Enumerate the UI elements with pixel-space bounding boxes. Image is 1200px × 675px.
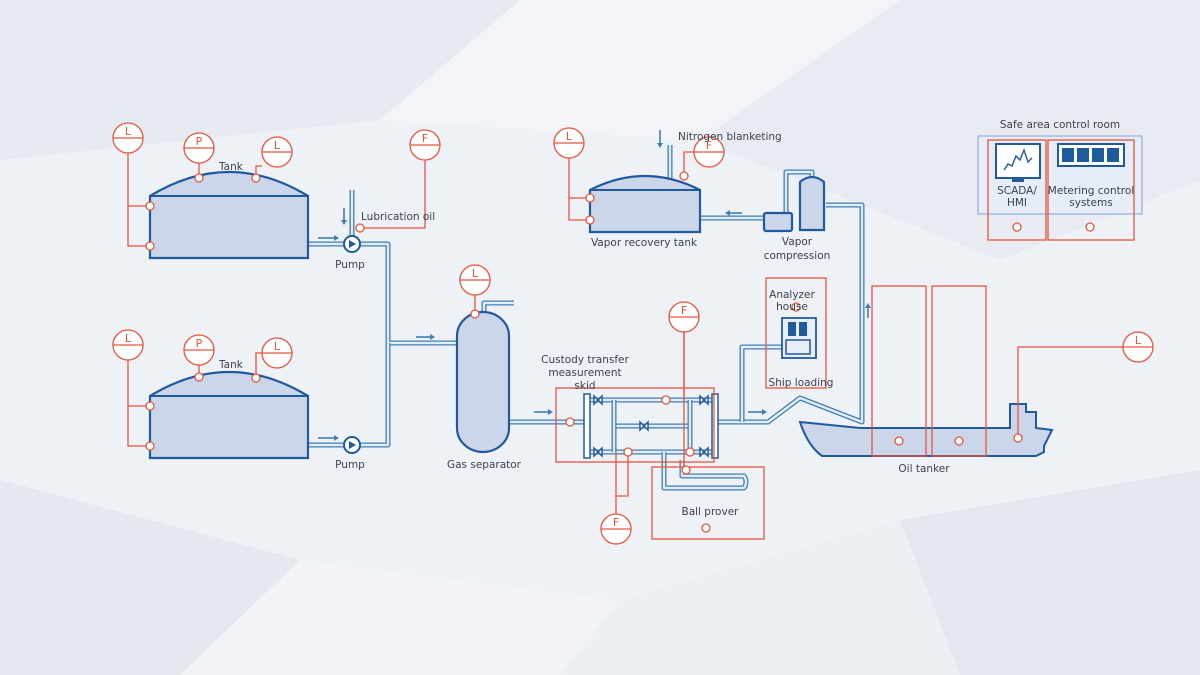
level-indicator-top-tank: L [112, 122, 144, 154]
level-indicator-bottom-tank-2: L [261, 337, 293, 369]
svg-text:L: L [274, 340, 281, 353]
analyzer-house-box [781, 317, 817, 359]
pump-bottom [343, 436, 361, 454]
svg-text:F: F [681, 304, 687, 317]
vapor-recovery-tank-label: Vapor recovery tank [591, 237, 698, 249]
ship-loading-label: Ship loading [769, 377, 834, 389]
custody-transfer-label-2: measurement [548, 367, 621, 379]
ball-prover-label: Ball prover [682, 506, 740, 518]
skid-valves [583, 393, 719, 459]
tank-top-label: Tank [218, 161, 244, 173]
custody-transfer-label-3: skid [574, 380, 595, 392]
level-indicator-tanker: L [1122, 331, 1154, 363]
svg-text:L: L [472, 267, 479, 280]
svg-text:F: F [422, 132, 428, 145]
level-indicator-top-tank-2: L [261, 136, 293, 168]
flow-indicator-skid-bottom: F [600, 513, 632, 545]
gas-separator-vessel [455, 310, 511, 454]
pressure-indicator-bottom-tank: P [183, 334, 215, 366]
control-room-label: Safe area control room [1000, 119, 1120, 131]
metering-control-label-2: systems [1069, 197, 1112, 209]
svg-text:L: L [125, 125, 132, 138]
vapor-compression-label-1: Vapor [782, 236, 813, 248]
oil-tanker-label: Oil tanker [898, 463, 950, 475]
scada-label-2: HMI [1007, 197, 1027, 209]
vapor-recovery-tank-vessel [588, 175, 702, 234]
svg-text:L: L [274, 139, 281, 152]
custody-transfer-label-1: Custody transfer [541, 354, 629, 366]
instrument-taps [145, 171, 1095, 533]
level-indicator-separator: L [459, 264, 491, 296]
vapor-compression-label-2: compression [764, 250, 831, 262]
svg-text:P: P [196, 337, 203, 350]
nitrogen-blanketing-label: Nitrogen blanketing [678, 131, 782, 143]
storage-tank-bottom [148, 370, 310, 460]
svg-text:L: L [566, 130, 573, 143]
svg-text:F: F [613, 516, 619, 529]
svg-text:P: P [196, 135, 203, 148]
gas-separator-label: Gas separator [447, 459, 522, 471]
metering-control-label-1: Metering control [1048, 185, 1134, 197]
svg-text:L: L [125, 332, 132, 345]
instrument-lines [127, 139, 1135, 540]
pump-top [343, 235, 361, 253]
pressure-indicator-top-tank: P [183, 132, 215, 164]
pump-top-label: Pump [335, 259, 365, 271]
scada-label-1: SCADA/ [997, 185, 1037, 197]
storage-tank-top [148, 170, 310, 260]
level-indicator-vapor-tank: L [553, 127, 585, 159]
flow-arrows [318, 130, 871, 441]
vapor-compressor [762, 175, 826, 233]
instrument-bubbles: L P L F L P L [112, 122, 1154, 545]
pump-bottom-label: Pump [335, 459, 365, 471]
analyzer-house-label-1: Analyzer [769, 289, 815, 301]
flow-indicator-skid-top: F [668, 301, 700, 333]
svg-text:L: L [1135, 334, 1142, 347]
level-indicator-bottom-tank: L [112, 329, 144, 361]
analyzer-house-label-2: house [776, 301, 808, 313]
svg-text:F: F [706, 139, 712, 152]
tank-bottom-label: Tank [218, 359, 244, 371]
lubrication-oil-label: Lubrication oil [361, 211, 435, 223]
equipment-labels: Tank Tank Pump Pump Lubrication oil Gas … [218, 119, 1134, 518]
control-room-panel [977, 135, 1143, 215]
flow-indicator-nitrogen: F [693, 136, 725, 168]
flow-indicator-lubrication: F [409, 129, 441, 161]
